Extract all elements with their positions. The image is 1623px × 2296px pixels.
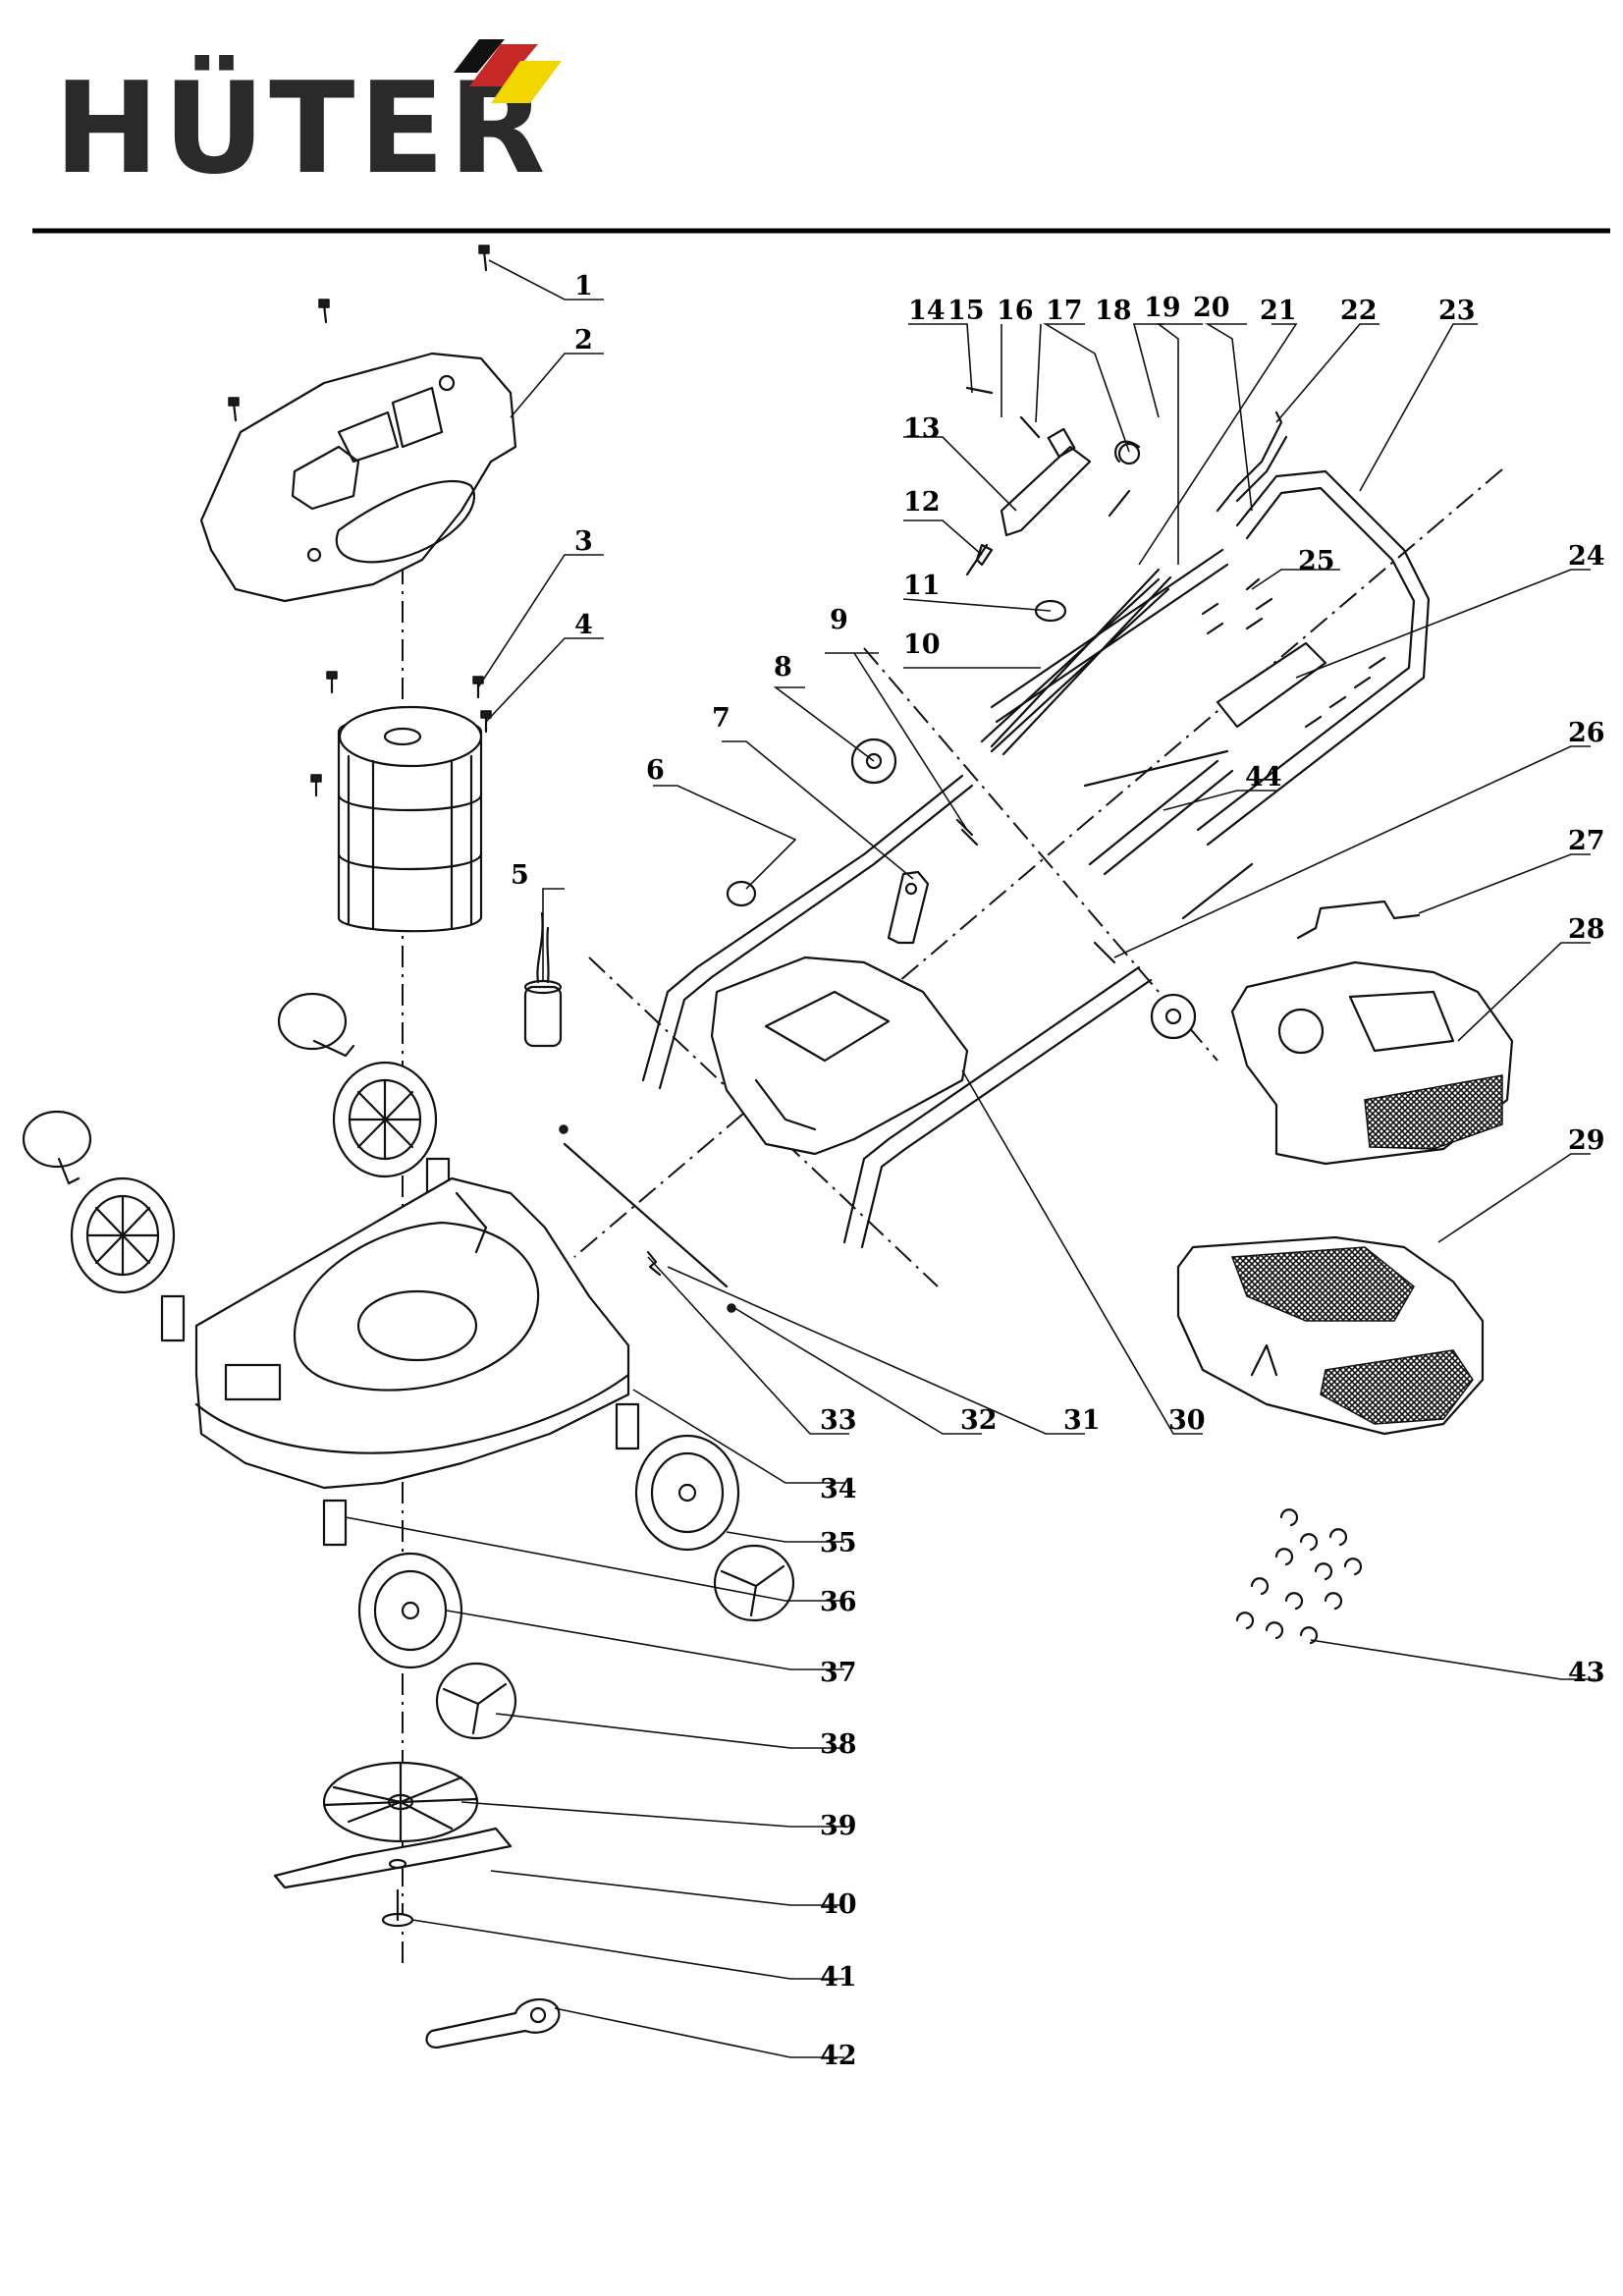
brand-logo: HÜTER xyxy=(54,39,562,202)
assembly-axes xyxy=(402,468,1503,1964)
part-deck xyxy=(194,1176,630,1490)
callout-23: 23 xyxy=(1438,296,1476,326)
callout-12: 12 xyxy=(903,487,941,518)
logo-red-stripe xyxy=(469,44,538,86)
part-grassbox-top xyxy=(1230,960,1514,1166)
callout-43: 43 xyxy=(1568,1658,1605,1688)
logo-wordmark: HÜTER xyxy=(54,55,549,202)
callout-9: 9 xyxy=(830,605,848,635)
callout-8: 8 xyxy=(774,652,792,683)
part-capacitor xyxy=(523,911,563,1048)
callout-6: 6 xyxy=(646,755,665,786)
part-screws-top xyxy=(228,245,490,422)
part-knob-right xyxy=(1150,993,1197,1040)
part-wrench xyxy=(425,1997,561,2050)
part-grassbox-bottom xyxy=(1176,1235,1485,1436)
part-knob-6 xyxy=(726,880,757,907)
part-cable-tube xyxy=(990,568,1172,756)
callout-37: 37 xyxy=(820,1658,857,1688)
callout-41: 41 xyxy=(820,1962,857,1993)
part-grip-insert xyxy=(965,543,994,576)
callout-4: 4 xyxy=(574,610,593,640)
callout-11: 11 xyxy=(903,571,941,601)
callout-40: 40 xyxy=(820,1889,857,1920)
callout-20: 20 xyxy=(1193,293,1230,323)
part-cable-guide-10 xyxy=(980,577,1170,753)
callout-32: 32 xyxy=(960,1405,998,1436)
callout-36: 36 xyxy=(820,1587,857,1617)
callout-2: 2 xyxy=(574,325,593,355)
callout-44: 44 xyxy=(1245,762,1282,793)
callout-33: 33 xyxy=(820,1405,857,1436)
part-wheel-rear-right xyxy=(634,1434,740,1552)
callout-3: 3 xyxy=(574,526,593,557)
callout-5: 5 xyxy=(511,860,529,891)
callout-15: 15 xyxy=(947,296,985,326)
part-blade xyxy=(273,1827,513,1889)
part-switch-plate-24 xyxy=(1201,597,1327,729)
callout-7: 7 xyxy=(712,703,730,734)
callout-18: 18 xyxy=(1095,296,1132,326)
part-clips-43 xyxy=(1235,1508,1363,1645)
part-motor xyxy=(337,705,483,933)
callout-13: 13 xyxy=(903,413,941,444)
part-screws-25 xyxy=(1245,577,1386,729)
logo-yellow-stripe xyxy=(491,61,562,103)
callout-21: 21 xyxy=(1260,296,1297,326)
part-motor-screws xyxy=(310,671,492,797)
part-hubcap-right xyxy=(713,1544,795,1622)
part-top-cover xyxy=(199,352,517,603)
callout-35: 35 xyxy=(820,1528,857,1558)
callout-38: 38 xyxy=(820,1729,857,1760)
part-lower-handle xyxy=(641,774,1153,1249)
part-wheel-caps-left xyxy=(22,992,355,1185)
callout-19: 19 xyxy=(1144,293,1181,323)
callout-labels: 1 2 3 4 5 6 7 8 9 10 11 12 13 14 15 16 1… xyxy=(511,271,1605,2071)
part-wheel-front-right xyxy=(357,1552,463,1669)
part-upper-handle xyxy=(990,469,1431,847)
part-switch-box xyxy=(965,386,1288,537)
part-bolt-26 xyxy=(1093,941,1116,964)
callout-1: 1 xyxy=(574,271,593,301)
callout-17: 17 xyxy=(1046,296,1083,326)
part-grassbox-handle xyxy=(1296,900,1421,940)
callout-14: 14 xyxy=(908,296,946,326)
callout-39: 39 xyxy=(820,1811,857,1841)
part-grassbox-lid xyxy=(710,956,969,1156)
callout-31: 31 xyxy=(1063,1405,1101,1436)
callout-28: 28 xyxy=(1568,914,1605,945)
part-rod xyxy=(559,1124,736,1313)
part-bolt-9 xyxy=(955,818,979,847)
callout-30: 30 xyxy=(1168,1405,1206,1436)
callout-34: 34 xyxy=(820,1474,857,1504)
part-fan xyxy=(322,1761,479,1843)
leader-lines xyxy=(345,259,1596,2058)
logo-black-stripe xyxy=(454,39,505,73)
part-blade-bolt xyxy=(381,1888,414,1928)
part-wheel-rear-left xyxy=(332,1061,438,1178)
callout-42: 42 xyxy=(820,2041,857,2071)
callout-26: 26 xyxy=(1568,718,1605,748)
part-cable-clips xyxy=(1083,749,1254,920)
callout-24: 24 xyxy=(1568,541,1605,572)
part-cable-hook-7 xyxy=(887,870,930,945)
part-wheel-front-left xyxy=(70,1176,176,1294)
callout-16: 16 xyxy=(997,296,1034,326)
callout-25: 25 xyxy=(1298,546,1335,576)
callout-22: 22 xyxy=(1340,296,1378,326)
callout-29: 29 xyxy=(1568,1125,1605,1156)
part-small-spring xyxy=(646,1250,662,1277)
callout-10: 10 xyxy=(903,629,941,660)
callout-27: 27 xyxy=(1568,826,1605,856)
part-hubcap-left xyxy=(435,1662,517,1740)
